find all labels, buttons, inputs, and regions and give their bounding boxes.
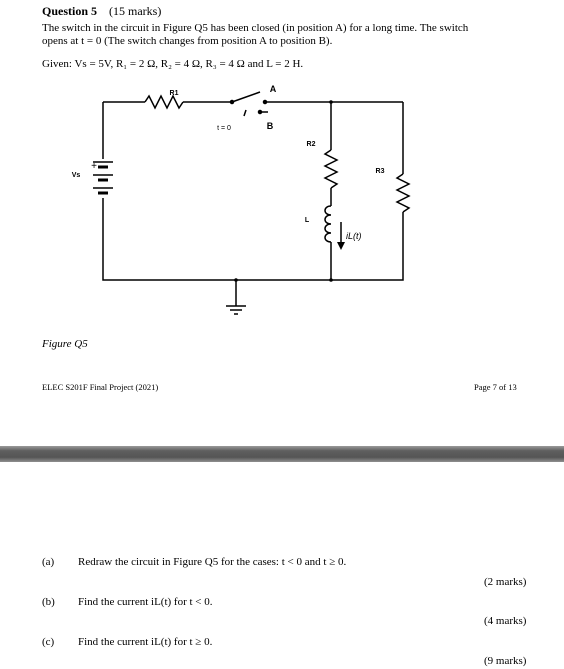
given-values: Given: Vs = 5V, R₁ = 2 Ω, R₂ = 4 Ω, R₃ =…: [42, 58, 304, 70]
r3-resistor: [395, 173, 411, 213]
footer-page-number: Page 7 of 13: [474, 382, 517, 392]
page-separator: [0, 446, 564, 462]
switch-label-b: B: [267, 121, 274, 131]
r1-resistor: [144, 94, 184, 110]
figure-caption: Figure Q5: [42, 338, 88, 350]
r2-resistor: [323, 149, 339, 189]
switch-time-label: t = 0: [217, 125, 231, 132]
switch-blade: [231, 91, 261, 103]
footer-course: ELEC S201F Final Project (2021): [42, 382, 159, 392]
part-c-text: Find the current iL(t) for t ≥ 0.: [78, 636, 213, 648]
question-number: Question 5: [42, 4, 98, 18]
vs-battery: [93, 161, 113, 195]
inductor-l: [324, 205, 332, 243]
r2-label: R2: [307, 141, 316, 148]
inductor-label: L: [305, 217, 310, 224]
question-marks: (15 marks): [109, 4, 162, 18]
description-line-2: opens at t = 0 (The switch changes from …: [42, 34, 333, 47]
r3-label: R3: [376, 168, 385, 175]
part-a-label: (a): [42, 556, 55, 568]
part-a-marks: (2 marks): [484, 576, 527, 588]
description-line-1: The switch in the circuit in Figure Q5 h…: [42, 22, 469, 34]
switch-label-a: A: [270, 84, 277, 94]
part-a-text: Redraw the circuit in Figure Q5 for the …: [78, 556, 347, 568]
part-c-marks: (9 marks): [484, 655, 527, 667]
question-heading: Question 5 (15 marks): [42, 4, 161, 19]
part-c-label: (c): [42, 636, 55, 648]
current-label: iL(t): [346, 231, 362, 241]
r1-label: R1: [170, 90, 179, 97]
part-b-marks: (4 marks): [484, 615, 527, 627]
vs-label: Vs: [72, 172, 81, 179]
part-b-text: Find the current iL(t) for t < 0.: [78, 596, 213, 608]
page-7: Question 5 (15 marks) The switch in the …: [42, 4, 534, 392]
question-description: The switch in the circuit in Figure Q5 h…: [42, 22, 534, 47]
part-b-label: (b): [42, 596, 55, 608]
vs-plus-sign: +: [91, 161, 97, 172]
circuit-diagram: R1 A B t = 0 R2 R3 Vs + L iL(t): [72, 84, 411, 315]
page-8: (a) Redraw the circuit in Figure Q5 for …: [0, 462, 564, 669]
